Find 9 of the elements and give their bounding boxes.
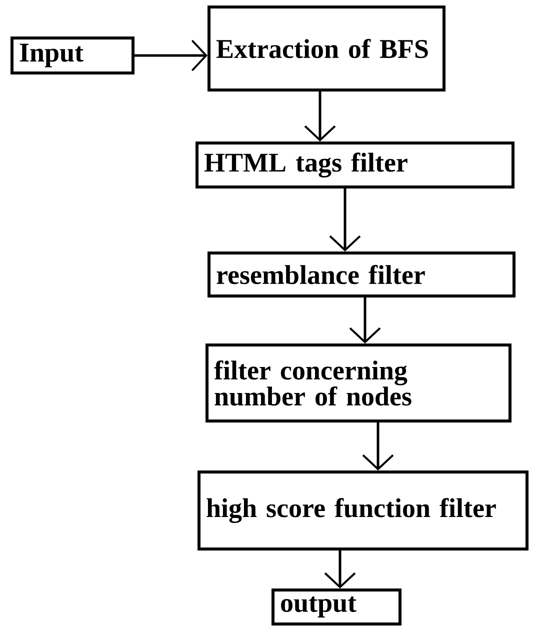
- process-box: output: [272, 588, 402, 626]
- process-box: Extraction of BFS: [208, 6, 446, 92]
- arrow: [134, 40, 208, 72]
- process-box: filter concerning number of nodes: [206, 344, 512, 422]
- process-box: HTML tags filter: [196, 142, 514, 188]
- process-box: Input: [10, 36, 134, 74]
- arrow: [329, 188, 361, 252]
- process-box: high score function filter: [198, 470, 528, 550]
- process-box: resemblance filter: [208, 252, 516, 298]
